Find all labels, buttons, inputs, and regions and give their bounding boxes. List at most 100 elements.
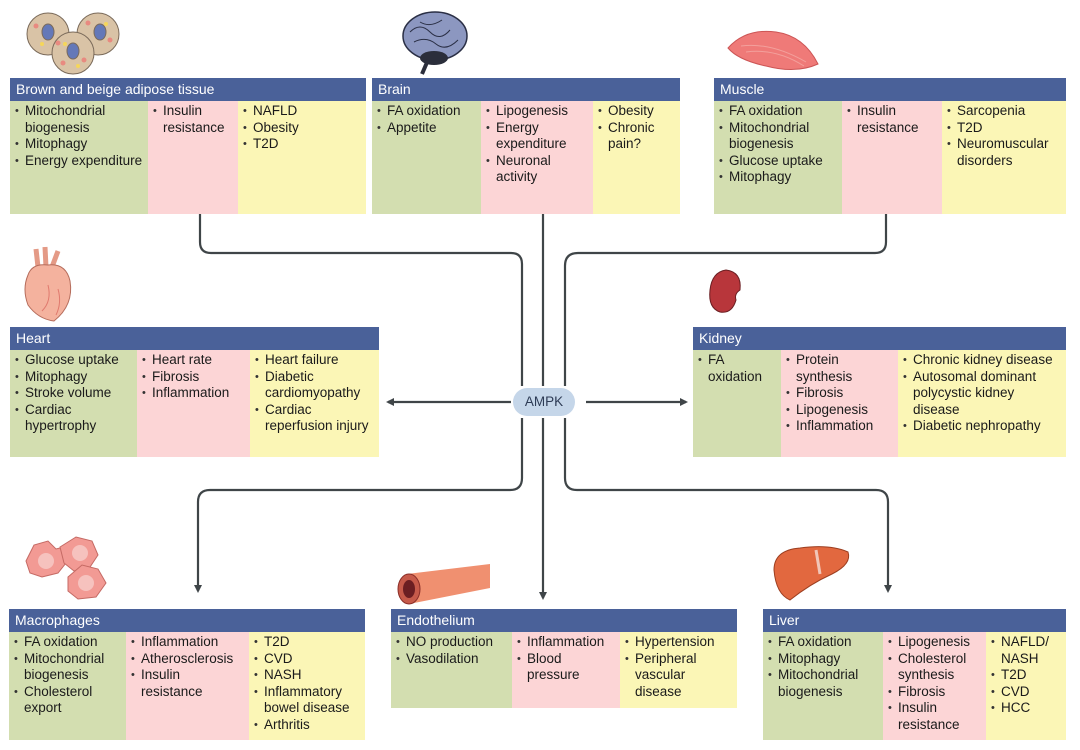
list-item: T2D — [947, 120, 1062, 137]
list-item: T2D — [243, 136, 362, 153]
item-list: SarcopeniaT2DNeuromuscular disorders — [947, 103, 1062, 169]
disease-column: NAFLD/ NASHT2DCVDHCC — [986, 632, 1066, 740]
list-item: Diabetic cardiomyopathy — [255, 369, 375, 402]
tissue-box-kidney: Kidney FA oxidation Protein synthesisFib… — [693, 327, 1066, 457]
tissue-title: Muscle — [714, 78, 1066, 101]
list-item: Mitochondrial biogenesis — [15, 103, 144, 136]
list-item: Energy expenditure — [486, 120, 589, 153]
item-list: LipogenesisCholesterol synthesisFibrosis… — [888, 634, 982, 733]
list-item: Cardiac reperfusion injury — [255, 402, 375, 435]
item-list: Mitochondrial biogenesisMitophagyEnergy … — [15, 103, 144, 169]
list-item: Neuronal activity — [486, 153, 589, 186]
disease-column: Chronic kidney diseaseAutosomal dominant… — [898, 350, 1066, 457]
list-item: Glucose uptake — [719, 153, 838, 170]
list-item: NAFLD/ NASH — [991, 634, 1062, 667]
muscle-icon — [727, 30, 819, 70]
pathology-column: Protein synthesisFibrosisLipogenesisInfl… — [781, 350, 898, 457]
list-item: Peripheral vascular disease — [625, 651, 733, 701]
list-item: Mitophagy — [15, 136, 144, 153]
list-item: NO production — [396, 634, 508, 651]
list-item: Hypertension — [625, 634, 733, 651]
item-list: Insulin resistance — [153, 103, 234, 136]
tissue-title: Endothelium — [391, 609, 737, 632]
item-list: InflammationAtherosclerosisInsulin resis… — [131, 634, 245, 700]
item-list: Heart rateFibrosisInflammation — [142, 352, 246, 402]
list-item: Cholesterol synthesis — [888, 651, 982, 684]
list-item: Blood pressure — [517, 651, 616, 684]
arrow-to-adipose — [196, 201, 524, 386]
disease-column: Heart failureDiabetic cardiomyopathyCard… — [250, 350, 379, 457]
list-item: Appetite — [377, 120, 477, 137]
tissue-title: Brown and beige adipose tissue — [10, 78, 366, 101]
item-list: NAFLD/ NASHT2DCVDHCC — [991, 634, 1062, 717]
tissue-box-heart: Heart Glucose uptakeMitophagyStroke volu… — [10, 327, 379, 457]
list-item: Obesity — [243, 120, 362, 137]
arrow-to-muscle — [563, 201, 890, 386]
kidney-icon — [709, 269, 741, 313]
item-list: Insulin resistance — [847, 103, 938, 136]
disease-column: SarcopeniaT2DNeuromuscular disorders — [942, 101, 1066, 214]
tissue-box-brain: Brain FA oxidationAppetite LipogenesisEn… — [372, 78, 680, 214]
item-list: NAFLDObesityT2D — [243, 103, 362, 153]
liver-icon — [773, 546, 850, 601]
list-item: CVD — [991, 684, 1062, 701]
list-item: Mitophagy — [15, 369, 133, 386]
heart-icon — [24, 246, 72, 322]
list-item: Stroke volume — [15, 385, 133, 402]
effects-column: FA oxidation — [693, 350, 781, 457]
list-item: CVD — [254, 651, 361, 668]
list-item: FA oxidation — [698, 352, 777, 385]
brain-icon — [402, 11, 468, 75]
tissue-title: Liver — [763, 609, 1066, 632]
disease-column: HypertensionPeripheral vascular disease — [620, 632, 737, 708]
list-item: Fibrosis — [786, 385, 894, 402]
ampk-node: AMPK — [513, 388, 575, 416]
item-list: HypertensionPeripheral vascular disease — [625, 634, 733, 700]
list-item: FA oxidation — [768, 634, 879, 651]
list-item: Neuromuscular disorders — [947, 136, 1062, 169]
list-item: Mitochondrial biogenesis — [14, 651, 122, 684]
list-item: Atherosclerosis — [131, 651, 245, 668]
list-item: Inflammation — [786, 418, 894, 435]
disease-column: T2DCVDNASHInflammatory bowel diseaseArth… — [249, 632, 365, 740]
pathology-column: InflammationBlood pressure — [512, 632, 620, 708]
list-item: Protein synthesis — [786, 352, 894, 385]
list-item: Lipogenesis — [786, 402, 894, 419]
list-item: FA oxidation — [14, 634, 122, 651]
pathology-column: LipogenesisCholesterol synthesisFibrosis… — [883, 632, 986, 740]
list-item: Mitophagy — [719, 169, 838, 186]
list-item: Inflammation — [131, 634, 245, 651]
item-list: LipogenesisEnergy expenditureNeuronal ac… — [486, 103, 589, 186]
tissue-box-endothelium: Endothelium NO productionVasodilation In… — [391, 609, 737, 708]
tissue-box-macrophages: Macrophages FA oxidationMitochondrial bi… — [9, 609, 365, 740]
pathology-column: LipogenesisEnergy expenditureNeuronal ac… — [481, 101, 593, 214]
list-item: Cholesterol export — [14, 684, 122, 717]
tissue-box-adipose: Brown and beige adipose tissue Mitochond… — [10, 78, 366, 214]
list-item: Chronic kidney disease — [903, 352, 1062, 369]
effects-column: FA oxidationMitochondrial biogenesisGluc… — [714, 101, 842, 214]
item-list: FA oxidationMitochondrial biogenesisChol… — [14, 634, 122, 717]
list-item: Diabetic nephropathy — [903, 418, 1062, 435]
list-item: Mitophagy — [768, 651, 879, 668]
list-item: Insulin resistance — [888, 700, 982, 733]
list-item: Chronic pain? — [598, 120, 676, 153]
disease-column: NAFLDObesityT2D — [238, 101, 366, 214]
list-item: Autosomal dominant polycystic kidney dis… — [903, 369, 1062, 419]
item-list: InflammationBlood pressure — [517, 634, 616, 684]
list-item: FA oxidation — [377, 103, 477, 120]
list-item: Mitochondrial biogenesis — [768, 667, 879, 700]
macrophages-icon — [25, 536, 107, 600]
adipocytes-icon — [26, 12, 120, 75]
tissue-box-muscle: Muscle FA oxidationMitochondrial biogene… — [714, 78, 1066, 214]
list-item: Insulin resistance — [131, 667, 245, 700]
list-item: Lipogenesis — [888, 634, 982, 651]
list-item: Glucose uptake — [15, 352, 133, 369]
list-item: NASH — [254, 667, 361, 684]
list-item: T2D — [991, 667, 1062, 684]
item-list: ObesityChronic pain? — [598, 103, 676, 153]
list-item: NAFLD — [243, 103, 362, 120]
blood-vessel-icon — [397, 564, 490, 605]
item-list: FA oxidationMitochondrial biogenesisGluc… — [719, 103, 838, 186]
list-item: Heart failure — [255, 352, 375, 369]
